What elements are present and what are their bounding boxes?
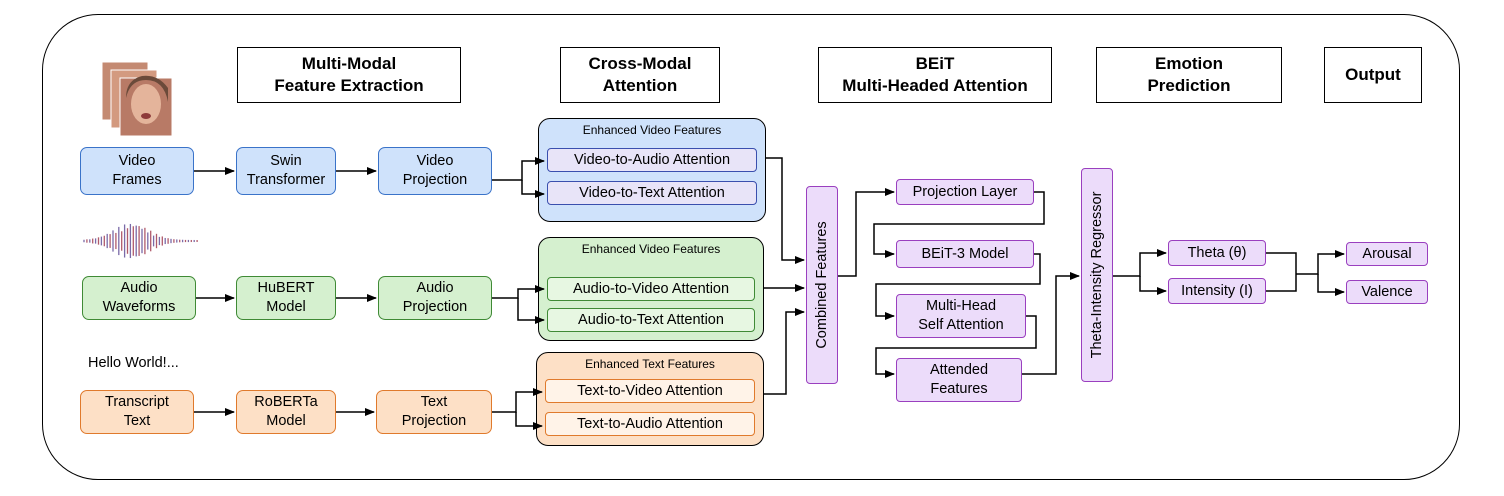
audio-projection-box: Audio Projection — [378, 276, 492, 320]
header-emotion: Emotion Prediction — [1096, 47, 1282, 103]
multi-head-self-attention-box: Multi-Head Self Attention — [896, 294, 1026, 338]
audio-to-video-attention: Audio-to-Video Attention — [547, 277, 755, 301]
arrow-vproj-to-att2 — [521, 180, 545, 198]
arrow-tproj-to-att1 — [492, 388, 543, 413]
video-frames-box: Video Frames — [80, 147, 194, 195]
video-frames-thumbnail — [101, 61, 173, 137]
arrow-tproj-to-att2 — [515, 412, 543, 430]
projection-layer-box: Projection Layer — [896, 179, 1034, 205]
arrow-attended-to-regressor — [1022, 272, 1080, 375]
video-to-text-attention: Video-to-Text Attention — [547, 181, 757, 205]
audio-waveform-icon — [83, 223, 198, 259]
arrow-aproj-to-att2 — [517, 298, 545, 324]
enhanced-video-features-group: Enhanced Video Features Video-to-Audio A… — [538, 118, 766, 222]
enhanced-audio-features-group: Enhanced Video Features Audio-to-Video A… — [538, 237, 764, 341]
arrow-regressor-to-theta — [1113, 249, 1167, 277]
arrow-mhsa-to-attended — [875, 315, 1037, 378]
roberta-model-box: RoBERTa Model — [236, 390, 336, 434]
beit3-model-box: BEiT-3 Model — [896, 240, 1034, 268]
text-projection-box: Text Projection — [376, 390, 492, 434]
hubert-model-box: HuBERT Model — [236, 276, 336, 320]
group-title: Enhanced Video Features — [582, 123, 722, 137]
line-theta-merge — [1266, 252, 1297, 292]
video-to-audio-attention: Video-to-Audio Attention — [547, 148, 757, 172]
arrow-combined-to-projection — [838, 188, 895, 277]
text-to-audio-attention: Text-to-Audio Attention — [545, 412, 755, 436]
arrow-vproj-to-att1 — [492, 157, 545, 181]
header-cross-modal: Cross-Modal Attention — [560, 47, 720, 103]
arrow-aproj-to-att1 — [492, 285, 545, 299]
audio-waveforms-box: Audio Waveforms — [82, 276, 196, 320]
text-to-video-attention: Text-to-Video Attention — [545, 379, 755, 403]
group-title: Enhanced Video Features — [581, 242, 721, 256]
diagram-frame — [42, 14, 1460, 480]
valence-output-box: Valence — [1346, 280, 1428, 304]
intensity-box: Intensity (I) — [1168, 278, 1266, 304]
arrow-beit3-to-mhsa — [875, 253, 1041, 320]
arrow-projection-to-beit3 — [873, 191, 1045, 258]
group-title: Enhanced Text Features — [585, 357, 715, 371]
arrow-to-valence — [1317, 274, 1345, 296]
header-output: Output — [1324, 47, 1422, 103]
transcript-sample-text: Hello World!... — [88, 355, 179, 371]
header-feature-extraction: Multi-Modal Feature Extraction — [237, 47, 461, 103]
arrow-video-group-to-combined — [766, 157, 805, 264]
arousal-output-box: Arousal — [1346, 242, 1428, 266]
audio-to-text-attention: Audio-to-Text Attention — [547, 308, 755, 332]
header-beit: BEiT Multi-Headed Attention — [818, 47, 1052, 103]
arrow-regressor-to-intensity — [1139, 276, 1167, 295]
video-projection-box: Video Projection — [378, 147, 492, 195]
enhanced-text-features-group: Enhanced Text Features Text-to-Video Att… — [536, 352, 764, 446]
theta-intensity-regressor-box: Theta-Intensity Regressor — [1081, 168, 1113, 382]
swin-transformer-box: Swin Transformer — [236, 147, 336, 195]
arrow-to-arousal — [1296, 250, 1345, 275]
arrow-text-group-to-combined — [764, 308, 805, 395]
combined-features-box: Combined Features — [806, 186, 838, 384]
transcript-text-box: Transcript Text — [80, 390, 194, 434]
attended-features-box: Attended Features — [896, 358, 1022, 402]
theta-box: Theta (θ) — [1168, 240, 1266, 266]
